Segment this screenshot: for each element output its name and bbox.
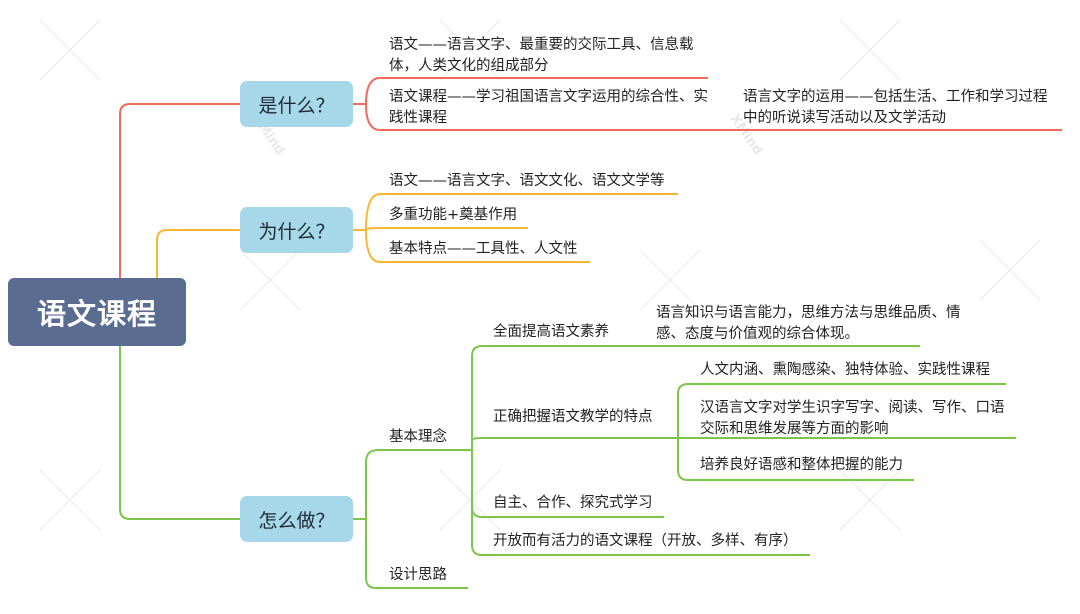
how-grasp-sub-2[interactable]: 汉语言文字对学生识字写字、阅读、写作、口语交际和思维发展等方面的影响 [700,400,1005,437]
how-basic[interactable]: 基本理念 [389,429,447,445]
connector-root-what [119,103,240,278]
connector-root-how [119,346,240,520]
how-grasp-sub-1[interactable]: 人文内涵、熏陶感染、独特体验、实践性课程 [700,362,990,378]
what-item-2[interactable]: 语文课程——学习祖国语言文字运用的综合性、实践性课程 [389,89,708,126]
connector-root-why [156,229,240,278]
root-topic[interactable]: 语文课程 [8,278,186,346]
why-item-3[interactable]: 基本特点——工具性、人文性 [389,241,578,257]
connector-how-design [365,519,468,589]
connector-grasp-sub3 [677,438,914,481]
how-design[interactable]: 设计思路 [389,567,447,583]
connector-how-basic [365,449,472,519]
connector-basic-open [471,450,810,556]
branch-what[interactable]: 是什么？ [240,81,353,127]
why-item-1[interactable]: 语文——语言文字、语文文化、语文文学等 [389,173,665,189]
branch-why[interactable]: 为什么？ [240,207,353,253]
how-overall-sub[interactable]: 语言知识与语言能力，思维方法与思维品质、情感、态度与价值观的综合体现。 [656,305,961,342]
connector-why-item2 [365,227,528,231]
why-item-2[interactable]: 多重功能+奠基作用 [389,207,518,223]
connector-grasp-sub1 [677,383,1006,438]
how-open[interactable]: 开放而有活力的语文课程（开放、多样、有序） [493,533,798,549]
connector-why-item1 [365,193,678,231]
connector-what-item2 [365,103,720,131]
how-independent[interactable]: 自主、合作、探究式学习 [493,495,653,511]
how-grasp[interactable]: 正确把握语文教学的特点 [493,409,653,425]
how-overall[interactable]: 全面提高语文素养 [493,324,609,340]
what-item-2-sub[interactable]: 语言文字的运用——包括生活、工作和学习过程中的听说读写活动以及文学活动 [743,89,1048,126]
what-item-1[interactable]: 语文——语言文字、最重要的交际工具、信息载体，人类文化的组成部分 [389,37,694,74]
connector-basic-grasp [471,437,678,450]
how-grasp-sub-3[interactable]: 培养良好语感和整体把握的能力 [700,457,903,473]
branch-how[interactable]: 怎么做？ [240,496,353,542]
connector-why-item3 [365,229,590,263]
connector-basic-overall [471,345,636,450]
connector-what-item1 [365,77,708,105]
